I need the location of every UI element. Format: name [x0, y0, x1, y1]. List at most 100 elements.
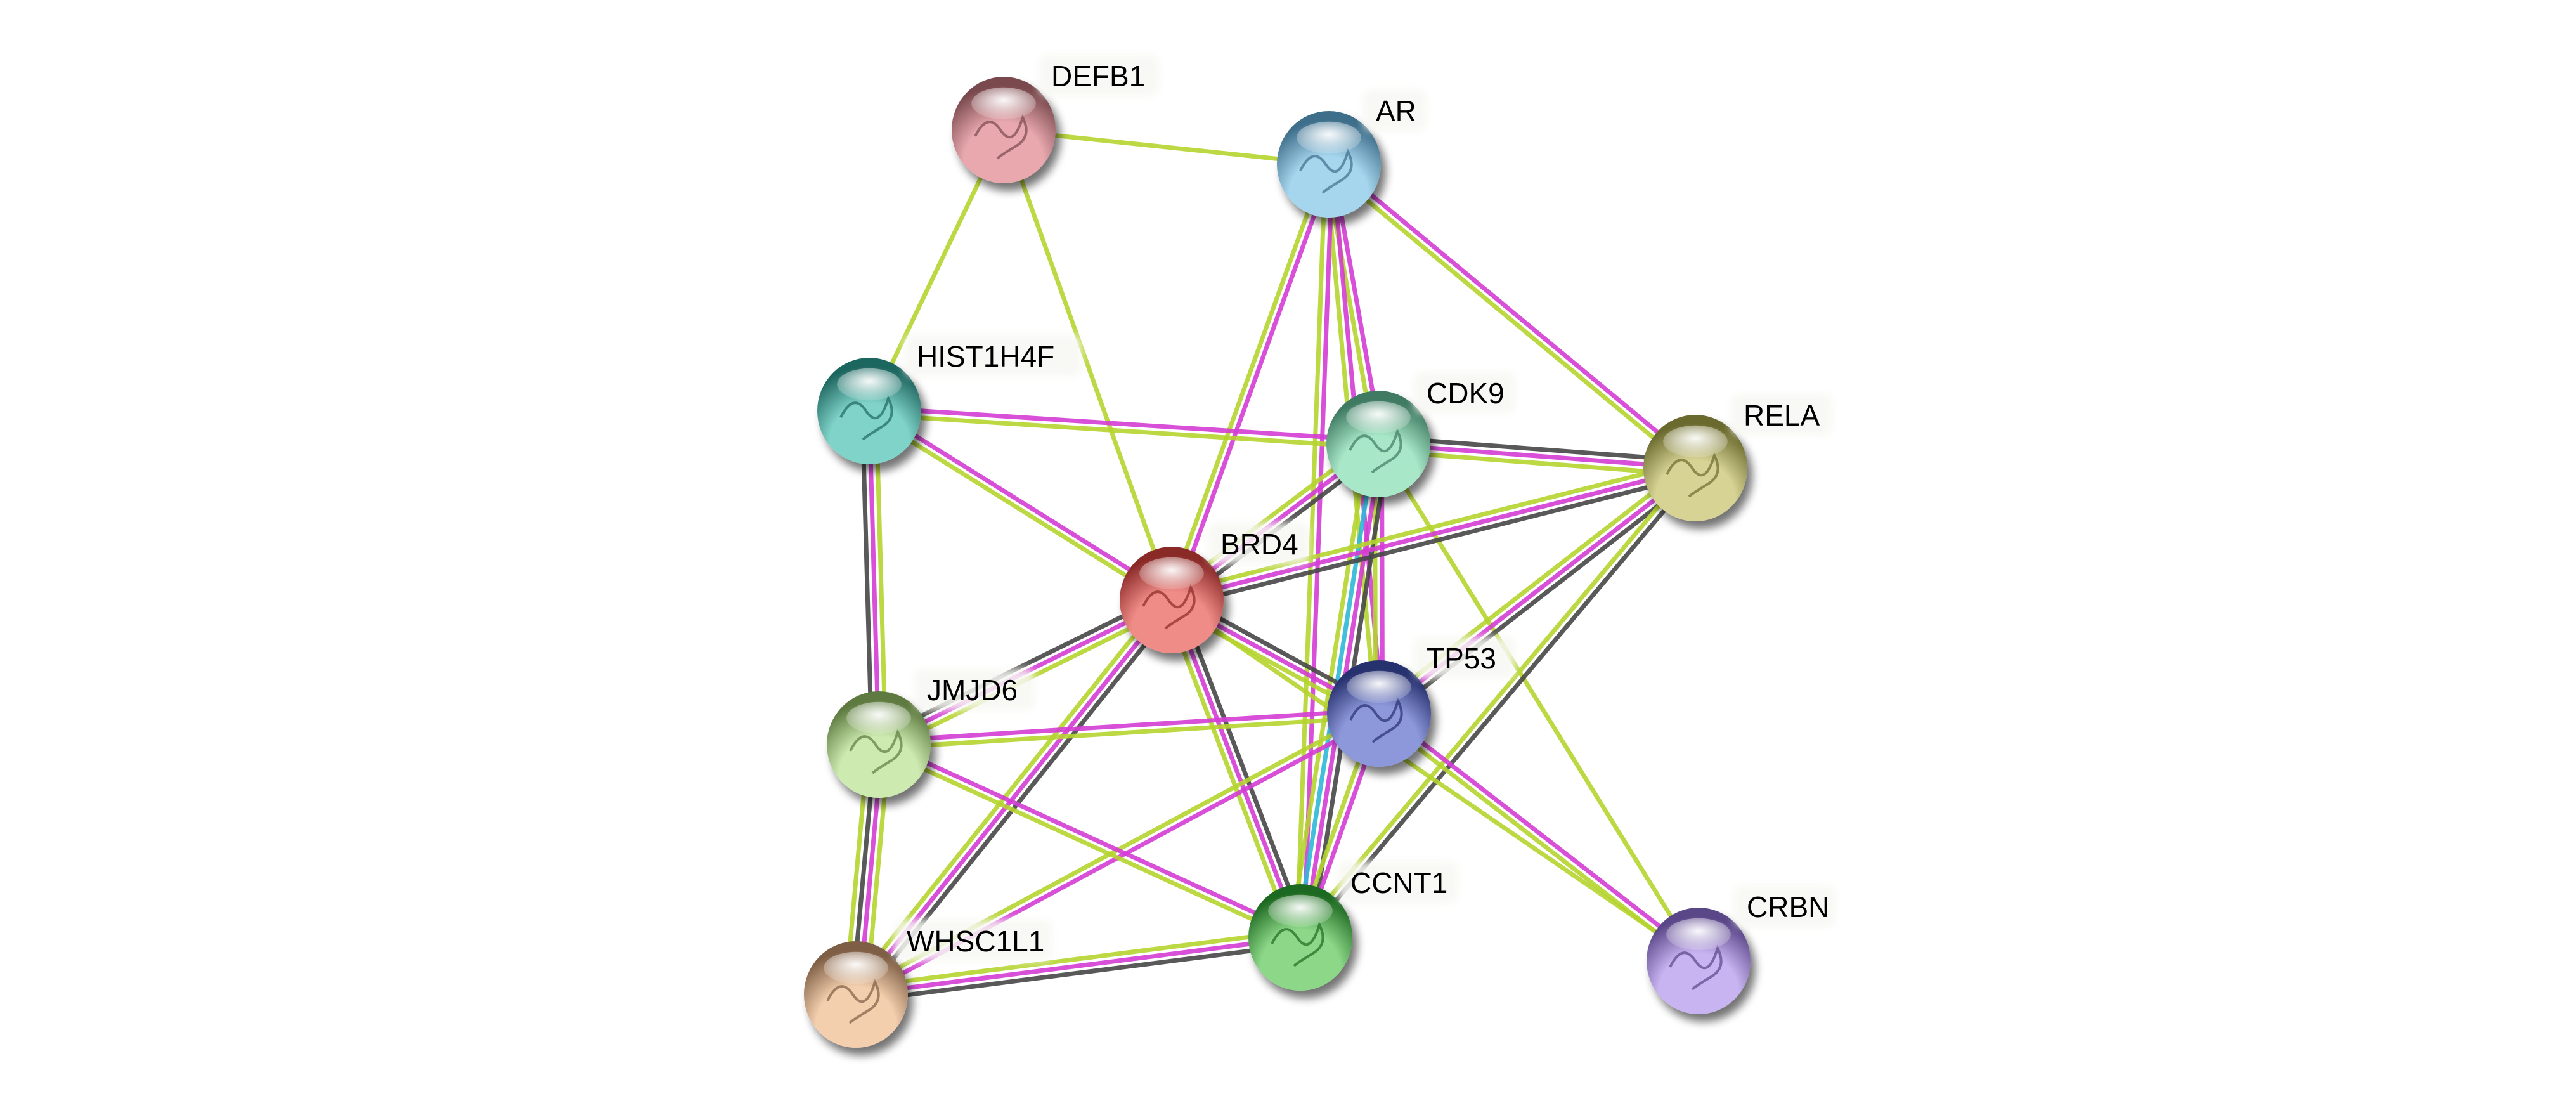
- label-background: [904, 335, 1082, 377]
- edge-line-textmining: [1166, 162, 1328, 600]
- node-label: JMJD6: [927, 674, 1018, 707]
- edge-line-textmining: [1170, 598, 1700, 963]
- sphere-highlight: [1346, 401, 1411, 434]
- edge-line-coexpression: [1382, 471, 1701, 721]
- edge-brd4-ccnt1[interactable]: [1163, 596, 1309, 941]
- edge-line-textmining: [876, 745, 1300, 943]
- sphere-highlight: [824, 951, 888, 984]
- edge-line-experiments: [1172, 164, 1335, 603]
- edge-line-textmining: [1001, 129, 1174, 601]
- edge-line-textmining: [879, 714, 1380, 750]
- node-hist1h4f[interactable]: HIST1H4F: [817, 335, 1082, 464]
- edge-line-textmining: [1163, 601, 1296, 941]
- edge-line-coexpression: [860, 411, 874, 745]
- edge-line-textmining: [874, 410, 888, 745]
- node-tp53[interactable]: TP53: [1327, 637, 1515, 767]
- edge-line-textmining: [1295, 164, 1328, 937]
- edge-hist1h4f-jmjd6[interactable]: [860, 410, 888, 745]
- edge-hist1h4f-cdk9[interactable]: [869, 405, 1379, 450]
- edge-line-textmining: [1169, 459, 1695, 596]
- edge-ar-rela[interactable]: [1325, 160, 1699, 473]
- node-ccnt1[interactable]: CCNT1: [1248, 861, 1458, 991]
- protein-structure-icon: [1299, 148, 1353, 194]
- edge-line-coexpression: [856, 942, 1302, 1004]
- node-whsc1l1[interactable]: WHSC1L1: [804, 920, 1052, 1048]
- sphere-highlight: [837, 368, 902, 401]
- edge-hist1h4f-brd4[interactable]: [866, 406, 1175, 605]
- edge-line-coexpression: [1378, 434, 1697, 464]
- label-background: [1338, 861, 1458, 903]
- sphere-highlight: [971, 87, 1036, 120]
- edge-line-experiments: [855, 935, 1301, 997]
- sphere-highlight: [1666, 918, 1731, 951]
- edge-line-textmining: [1288, 441, 1371, 936]
- protein-structure-icon: [974, 114, 1028, 160]
- edge-line-textmining: [1376, 443, 1700, 962]
- edge-line-textmining: [855, 928, 1300, 990]
- edge-line-textmining: [1296, 464, 1695, 937]
- label-background: [1208, 523, 1309, 564]
- edge-line-textmining: [869, 412, 1378, 450]
- edge-line-coexpression: [1176, 596, 1309, 936]
- node-label: CCNT1: [1350, 866, 1447, 899]
- edge-whsc1l1-ccnt1[interactable]: [855, 928, 1302, 1004]
- label-background: [1363, 89, 1427, 131]
- edge-line-textmining: [1377, 448, 1695, 478]
- edge-line-coexpression: [874, 591, 1170, 741]
- protein-structure-icon: [1271, 921, 1324, 967]
- edge-line-textmining: [1003, 127, 1330, 167]
- edge-tp53-crbn[interactable]: [1375, 708, 1702, 966]
- edge-cdk9-crbn[interactable]: [1376, 443, 1700, 962]
- edges-layer: [843, 127, 1702, 1004]
- node-cdk9[interactable]: CDK9: [1326, 372, 1515, 497]
- node-label: TP53: [1427, 642, 1496, 675]
- sphere-highlight: [1663, 425, 1728, 458]
- protein-structure-icon: [1669, 944, 1723, 991]
- edge-tp53-jmjd6[interactable]: [878, 708, 1380, 750]
- node-label: CRBN: [1747, 890, 1829, 923]
- edge-line-experiments: [1330, 160, 1699, 467]
- node-jmjd6[interactable]: JMJD6: [827, 668, 1035, 798]
- edge-line-experiments: [867, 410, 881, 745]
- node-label: WHSC1L1: [907, 925, 1044, 958]
- protein-structure-icon: [849, 728, 903, 774]
- protein-structure-icon: [1349, 697, 1403, 743]
- node-brd4[interactable]: BRD4: [1120, 523, 1309, 653]
- edge-defb1-brd4[interactable]: [1001, 129, 1174, 601]
- edge-line-experiments: [1169, 599, 1303, 939]
- sphere-highlight: [1139, 557, 1204, 590]
- protein-structure-icon: [1666, 452, 1719, 498]
- node-rela[interactable]: RELA: [1643, 394, 1832, 521]
- protein-structure-icon: [1349, 427, 1402, 474]
- edge-line-experiments: [1171, 466, 1696, 603]
- label-background: [1414, 372, 1515, 414]
- protein-structure-icon: [1142, 584, 1196, 630]
- label-background: [1734, 885, 1835, 927]
- edge-line-coexpression: [1172, 473, 1698, 610]
- label-background: [914, 668, 1035, 710]
- node-label: DEFB1: [1051, 60, 1145, 93]
- node-label: BRD4: [1220, 528, 1298, 561]
- edge-ar-brd4[interactable]: [1166, 162, 1335, 603]
- edge-line-experiments: [1378, 441, 1696, 471]
- node-ar[interactable]: AR: [1277, 89, 1427, 218]
- edge-defb1-ar[interactable]: [1003, 127, 1330, 167]
- protein-structure-icon: [826, 978, 880, 1024]
- sphere-highlight: [1297, 121, 1361, 154]
- edge-line-textmining: [866, 412, 1171, 605]
- edge-jmjd6-ccnt1[interactable]: [876, 739, 1303, 943]
- edge-brd4-crbn[interactable]: [1170, 598, 1700, 963]
- node-crbn[interactable]: CRBN: [1647, 885, 1835, 1014]
- edge-line-experiments: [879, 739, 1303, 937]
- node-label: CDK9: [1427, 377, 1505, 410]
- edge-rela-brd4[interactable]: [1169, 459, 1698, 610]
- edge-line-textmining: [1325, 165, 1695, 473]
- label-background: [1731, 394, 1832, 436]
- sphere-highlight: [1347, 670, 1411, 703]
- protein-structure-icon: [839, 394, 893, 441]
- node-defb1[interactable]: DEFB1: [952, 55, 1159, 183]
- edge-line-experiments: [869, 405, 1379, 443]
- sphere-highlight: [1268, 894, 1333, 927]
- edge-cdk9-rela[interactable]: [1377, 434, 1697, 478]
